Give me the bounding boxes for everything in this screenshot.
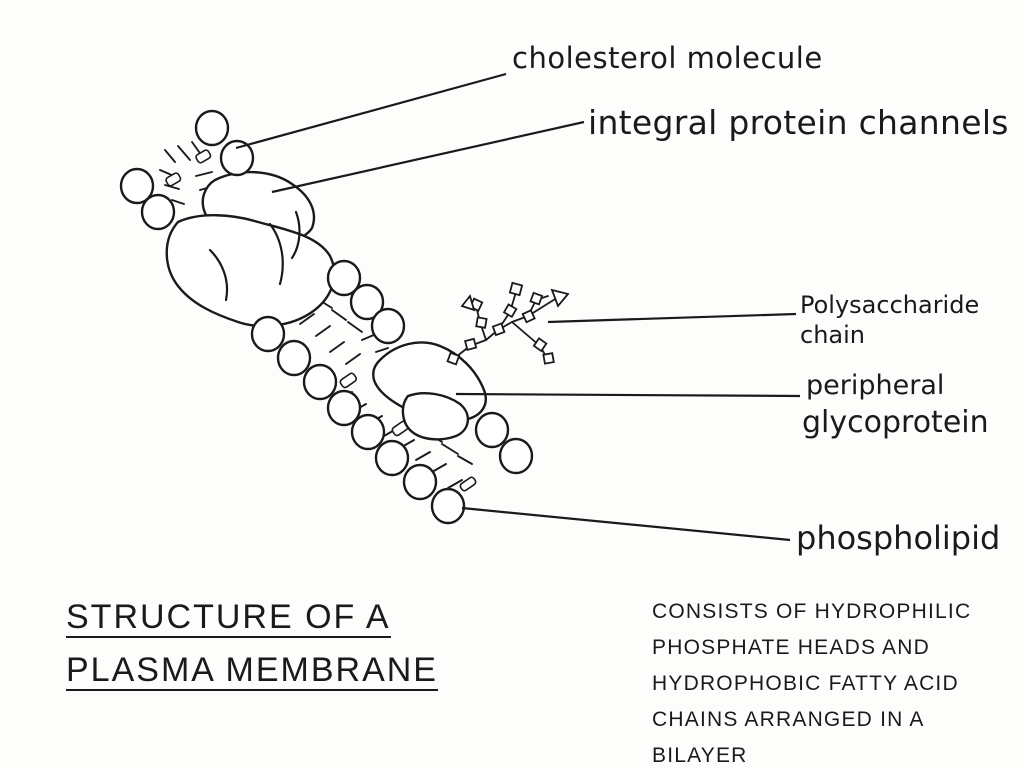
glycoprotein-lower (401, 392, 469, 441)
integral-leader (271, 120, 585, 194)
sugar-unit (550, 288, 570, 308)
phosphate-head (194, 109, 230, 147)
cholesterol-ring (459, 476, 477, 492)
sugar-unit (529, 291, 544, 306)
note-line: HYDROPHOBIC FATTY ACID (652, 672, 959, 695)
phosphate-head (474, 411, 510, 449)
diagram-title-line-2: PLASMA MEMBRANE (66, 651, 438, 691)
integral-protein (165, 170, 336, 328)
sugar-unit (508, 281, 524, 297)
sugar-unit (532, 337, 548, 353)
glycoprotein-leader (455, 392, 801, 398)
label-peripheral: peripheral (806, 370, 945, 401)
leader-lines (235, 72, 801, 542)
cholesterol-leader (235, 72, 507, 150)
label-phospholipid: phospholipid (796, 519, 1001, 557)
label-glycoprotein: glycoprotein (802, 405, 989, 440)
phosphate-head (430, 487, 466, 525)
sugar-unit (460, 294, 476, 312)
note-line: PHOSPHATE HEADS AND (652, 636, 930, 659)
note-line: CHAINS ARRANGED IN A (652, 708, 925, 731)
label-cholesterol-molecule: cholesterol molecule (512, 41, 823, 75)
cholesterol-ring (195, 149, 212, 164)
diagram-title-line-1: STRUCTURE OF A (66, 598, 391, 638)
sugar-unit (446, 351, 461, 366)
phosphate-head (350, 413, 386, 451)
phosphate-head (349, 283, 385, 321)
sugar-unit (491, 322, 506, 337)
phosphate-head (119, 167, 155, 205)
phosphate-head (402, 463, 438, 501)
phosphate-head (302, 363, 338, 401)
sugar-unit (463, 337, 478, 351)
cholesterol-ring (339, 372, 358, 389)
label-integral-protein-channels: integral protein channels (588, 103, 1009, 142)
phosphate-head (374, 439, 410, 477)
phosphate-head (219, 139, 255, 177)
note-line: CONSISTS OF HYDROPHILIC (652, 600, 972, 623)
label-chain: chain (800, 321, 865, 349)
phosphate-head (326, 389, 362, 427)
phosphate-head (326, 259, 362, 297)
sugar-unit (502, 303, 518, 319)
sugar-unit (542, 352, 555, 365)
phosphate-head (250, 315, 286, 353)
sugar-unit (475, 316, 488, 329)
sugar-unit (521, 309, 536, 324)
cholesterol-ring (165, 172, 182, 187)
phosphate-head (276, 339, 312, 377)
cholesterol-molecules (165, 149, 477, 492)
polysaccharide-chain (446, 281, 570, 366)
integral-protein-lower (165, 214, 336, 328)
phosphate-head (370, 307, 406, 345)
label-polysaccharide: Polysaccharide (800, 291, 980, 319)
note-line: BILAYER (652, 744, 748, 767)
phosphate-head (140, 193, 176, 231)
phospholipid-leader (461, 506, 791, 542)
phosphate-heads (119, 109, 534, 525)
polysaccharide-leader (547, 312, 797, 324)
phosphate-head (498, 437, 534, 475)
peripheral-glycoprotein (372, 341, 487, 441)
